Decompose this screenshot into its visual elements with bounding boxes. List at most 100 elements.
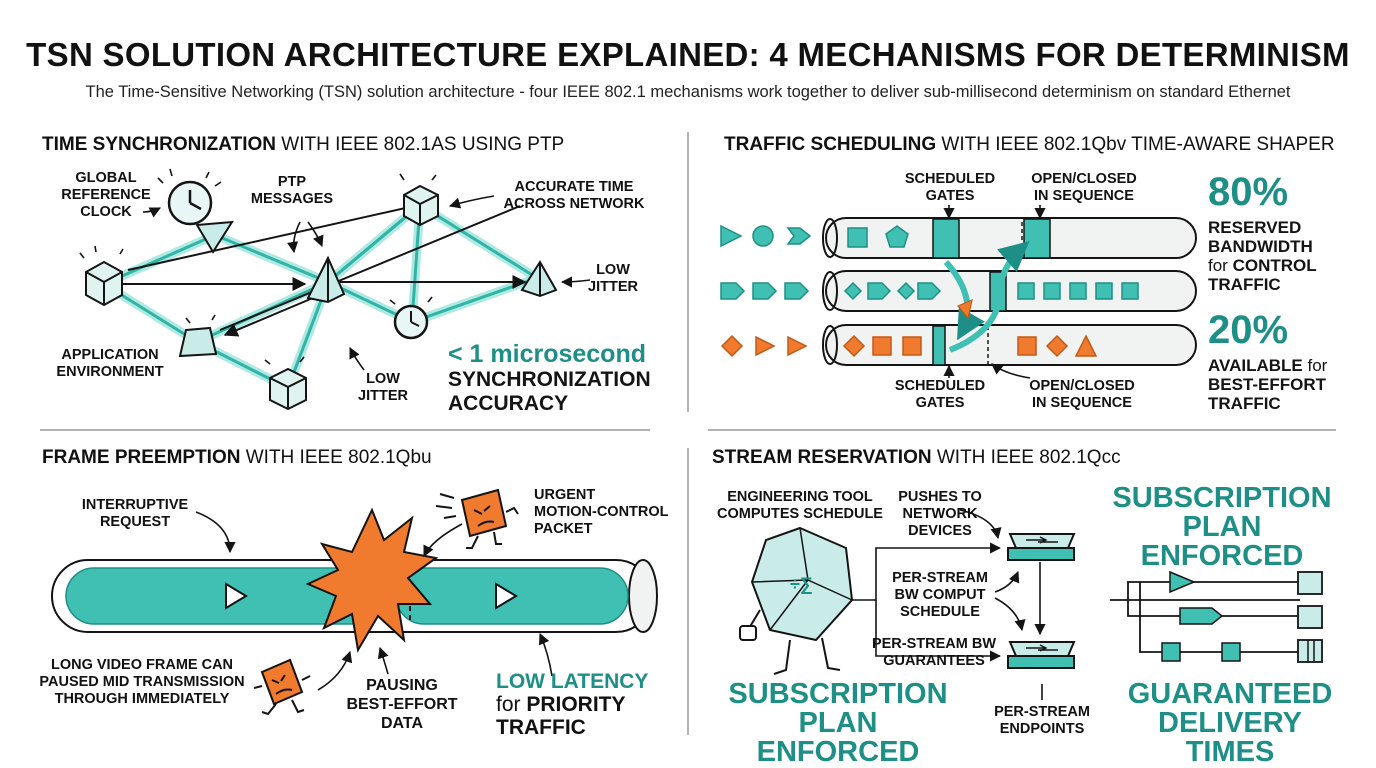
label-per-stream-endpoints: PER-STREAM ENDPOINTS: [994, 704, 1090, 737]
subtitle: The Time-Sensitive Networking (TSN) solu…: [85, 83, 1291, 101]
label-interruptive-request: INTERRUPTIVE REQUEST: [81, 497, 189, 530]
section-heading-preemption: FRAME PREEMPTION WITH IEEE 802.1Qbu: [42, 447, 432, 469]
stat-80-line-4: TRAFFIC: [1208, 275, 1281, 294]
stat-20-line-3: TRAFFIC: [1208, 394, 1281, 413]
global-reference-clock-icon: [167, 180, 234, 254]
play-icon: [225, 582, 248, 610]
engineering-tool-character-icon: [739, 526, 854, 675]
pointer-low-jitter-right: [560, 276, 591, 288]
stat-80-line-3: for CONTROL: [1208, 256, 1317, 275]
pipe-3-packets: [842, 334, 1098, 358]
stat-low-latency: LOW LATENCY for PRIORITY TRAFFIC: [496, 670, 648, 739]
pointer-pushes: [959, 509, 1002, 540]
heading-rest: WITH IEEE 802.1AS USING PTP: [275, 134, 565, 155]
ptp-pyramid-icon: [306, 255, 346, 304]
stat-low-latency-line-1: LOW LATENCY: [496, 670, 649, 693]
stat-80-for: for: [1208, 256, 1233, 275]
section-heading-stream: STREAM RESERVATION WITH IEEE 802.1Qcc: [712, 447, 1121, 469]
pointer-compute-a: [994, 570, 1020, 593]
urgent-packet-character-icon: [435, 488, 519, 549]
subscription-plan-top: SUBSCRIPTION PLAN ENFORCED: [1112, 482, 1332, 572]
label-application-environment: APPLICATION ENVIRONMENT: [56, 347, 164, 380]
pointer-low-jitter-bottom: [349, 346, 365, 371]
stat-20-for: for: [1302, 356, 1328, 375]
pointer-urgent: [423, 523, 463, 558]
input-shapes-row-2: [720, 282, 810, 300]
label-per-stream-compute: PER-STREAM BW COMPUT SCHEDULE: [892, 570, 988, 620]
heading-bold: TRAFFIC SCHEDULING: [724, 134, 937, 155]
math-symbol: ÷∑: [790, 574, 813, 594]
arrow-tool-to-switch-bottom: [875, 600, 1002, 662]
pointer-low-latency: [538, 632, 553, 677]
network-switch-bottom-icon: [1007, 641, 1076, 669]
label-long-video-frame: LONG VIDEO FRAME CAN PAUSED MID TRANSMIS…: [39, 657, 245, 707]
gate-flow-arrows: [943, 241, 1030, 353]
pointer-global-clock: [142, 207, 162, 218]
guaranteed-delivery-times: GUARANTEED DELIVERY TIMES: [1127, 678, 1333, 768]
heading-rest: WITH IEEE 802.1Qcc: [931, 447, 1121, 468]
heading-bold: FRAME PREEMPTION: [42, 447, 241, 468]
stat-80-value: 80%: [1208, 170, 1289, 214]
stat-low-latency-bold: PRIORITY: [526, 693, 626, 716]
stat-20-line-2: BEST-EFFORT: [1208, 375, 1327, 394]
label-open-closed-top: OPEN/CLOSED IN SEQUENCE: [1031, 171, 1137, 204]
main-title: TSN SOLUTION ARCHITECTURE EXPLAINED: 4 M…: [26, 36, 1350, 73]
stat-low-latency-line-2: for PRIORITY: [496, 693, 648, 716]
label-engineering-tool: ENGINEERING TOOL COMPUTES SCHEDULE: [717, 489, 883, 522]
pipe-1-packets: [847, 225, 909, 248]
pointer-pausing: [377, 646, 389, 675]
stat-80-bold: CONTROL: [1232, 256, 1317, 275]
label-accurate-time: ACCURATE TIME ACROSS NETWORK: [503, 179, 645, 212]
pointer-compute-b: [994, 597, 1026, 632]
label-low-jitter-right: LOW JITTER: [588, 262, 638, 295]
stat-sync-text: SYNCHRONIZATION ACCURACY: [448, 368, 651, 415]
label-per-stream-guarantees: PER-STREAM BW GUARANTEES: [871, 636, 997, 669]
heading-bold: TIME SYNCHRONIZATION: [42, 134, 276, 155]
label-scheduled-gates-top: SCHEDULED GATES: [904, 171, 996, 204]
label-urgent-packet: URGENT MOTION-CONTROL PACKET: [534, 487, 669, 537]
network-switch-top-icon: [1007, 533, 1076, 561]
stat-80-line-2: BANDWIDTH: [1208, 237, 1313, 256]
label-pausing-data: PAUSING BEST-EFFORT DATA: [346, 677, 458, 732]
stat-low-latency-for: for: [496, 693, 527, 716]
pipe-2-packets: [843, 281, 1139, 301]
switch-node-icon: [85, 260, 123, 307]
stat-20-text: AVAILABLE for BEST-EFFORT TRAFFIC: [1208, 356, 1327, 413]
pointer-ptp-messages-a: [287, 221, 301, 254]
stat-20-value: 20%: [1208, 308, 1289, 352]
section-heading-traffic: TRAFFIC SCHEDULING WITH IEEE 802.1Qbv TI…: [724, 134, 1335, 156]
stat-sync-value: < 1 microsecond: [448, 340, 646, 368]
guaranteed-delivery-flow: [1110, 570, 1323, 663]
burst-explosion-icon: [305, 507, 439, 653]
stat-low-latency-line-3: TRAFFIC: [496, 716, 586, 739]
pointer-ptp-messages-b: [307, 221, 324, 248]
heading-bold: STREAM RESERVATION: [712, 447, 932, 468]
section-heading-time-sync: TIME SYNCHRONIZATION WITH IEEE 802.1AS U…: [42, 134, 564, 156]
stat-20-line-1: AVAILABLE for: [1208, 356, 1327, 375]
application-node-icon: [178, 326, 218, 358]
stat-80-line-1: RESERVED: [1208, 218, 1302, 237]
input-shapes-row-3: [720, 334, 808, 358]
pointer-long-frame: [317, 650, 353, 691]
arrow-tool-to-switch: [852, 542, 1002, 601]
paused-packet-character-icon: [253, 658, 311, 716]
subscription-plan-bottom: SUBSCRIPTION PLAN ENFORCED: [728, 678, 948, 768]
low-jitter-pyramid-icon: [520, 260, 558, 298]
label-open-closed-bottom: OPEN/CLOSED IN SEQUENCE: [1029, 378, 1135, 411]
label-pushes-to-devices: PUSHES TO NETWORK DEVICES: [898, 489, 982, 539]
pointer-open-bottom: [991, 363, 1031, 379]
heading-rest: WITH IEEE 802.1Qbu: [240, 447, 432, 468]
play-icon: [495, 582, 518, 610]
stat-20-avail: AVAILABLE: [1208, 356, 1303, 375]
node-cube-bottom-icon: [269, 367, 307, 411]
node-clock-icon: [393, 304, 429, 340]
node-cube-top-icon: [403, 184, 439, 227]
label-low-jitter-bottom: LOW JITTER: [358, 371, 408, 404]
input-shapes-row-1: [720, 224, 812, 248]
label-global-clock: GLOBAL REFERENCE CLOCK: [61, 170, 151, 220]
heading-rest: WITH IEEE 802.1Qbv TIME-AWARE SHAPER: [936, 134, 1335, 155]
pointer-interrupt: [195, 511, 236, 554]
stat-80-text: RESERVED BANDWIDTH for CONTROL TRAFFIC: [1208, 218, 1317, 294]
pointer-accurate-time: [448, 195, 495, 209]
